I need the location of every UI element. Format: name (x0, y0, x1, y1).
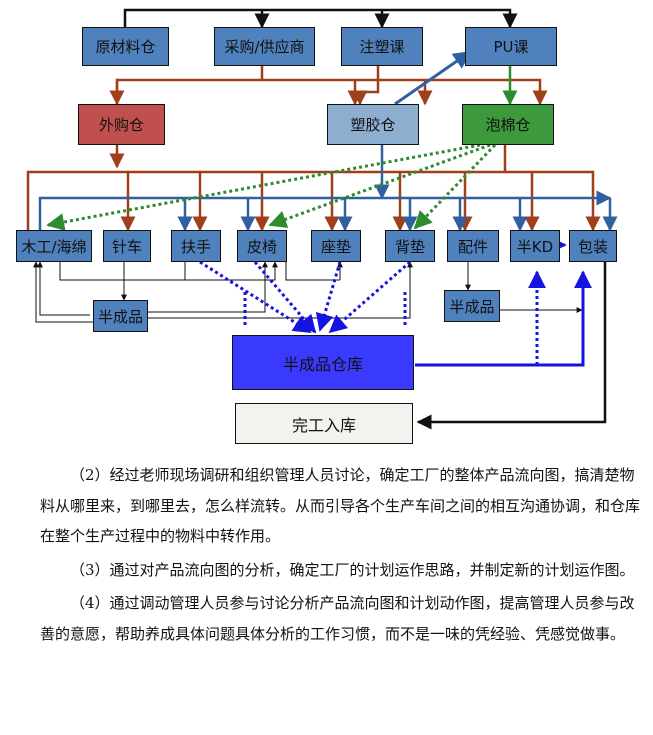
plastic-distribution-arrows (38, 145, 618, 232)
paragraph-2: （2）经过老师现场调研和组织管理人员讨论，确定工厂的整体产品流向图，搞清楚物料从… (40, 466, 641, 545)
plastic-to-pu-arrow (394, 50, 472, 106)
node-seat-cushion: 座垫 (311, 230, 361, 262)
explanation-text: （2）经过老师现场调研和组织管理人员讨论，确定工厂的整体产品流向图，搞清楚物料从… (40, 460, 640, 652)
packaging-to-finished-arrow (416, 262, 607, 430)
node-leather-chair: 皮椅 (237, 230, 287, 262)
warehouse-to-process-arrows (26, 145, 601, 232)
semi-warehouse-outputs (415, 236, 592, 367)
node-semi-finished-warehouse: 半成品仓库 (232, 335, 414, 390)
node-armrest: 扶手 (171, 230, 221, 262)
node-injection-section: 注塑课 (341, 27, 423, 66)
node-purchasing-supply: 采购/供应商 (214, 27, 315, 66)
node-wood-sponge: 木工/海绵 (16, 230, 92, 262)
supply-to-warehouse-arrows (109, 66, 548, 106)
product-flow-diagram (26, 8, 618, 430)
foam-dotted-arrows (46, 143, 497, 231)
node-plastic-warehouse: 塑胶仓 (327, 104, 419, 145)
node-purchased-warehouse: 外购仓 (78, 104, 165, 145)
node-sewing: 针车 (103, 230, 151, 262)
top-supply-arrows (123, 8, 518, 29)
node-back-cushion: 背垫 (385, 230, 435, 262)
paragraph-4: （4）通过调动管理人员参与讨论分析产品流向图和计划动作图，提高管理人员参与改善的… (40, 594, 635, 643)
to-semi-warehouse-dotted (199, 260, 411, 334)
node-raw-material-warehouse: 原材料仓 (82, 27, 169, 66)
node-pu-section: PU课 (465, 27, 557, 66)
node-finished-warehouse: 完工入库 (235, 403, 413, 444)
node-semi-finished-left: 半成品 (93, 300, 148, 332)
node-accessories: 配件 (447, 230, 499, 262)
node-foam-warehouse: 泡棉仓 (462, 104, 554, 145)
node-packaging: 包装 (569, 230, 617, 262)
node-half-kd: 半KD (510, 230, 560, 262)
node-semi-finished-right: 半成品 (444, 290, 500, 322)
paragraph-3: （3）通过对产品流向图的分析，确定工厂的计划运作思路，并制定新的计划运作图。 (70, 560, 635, 579)
